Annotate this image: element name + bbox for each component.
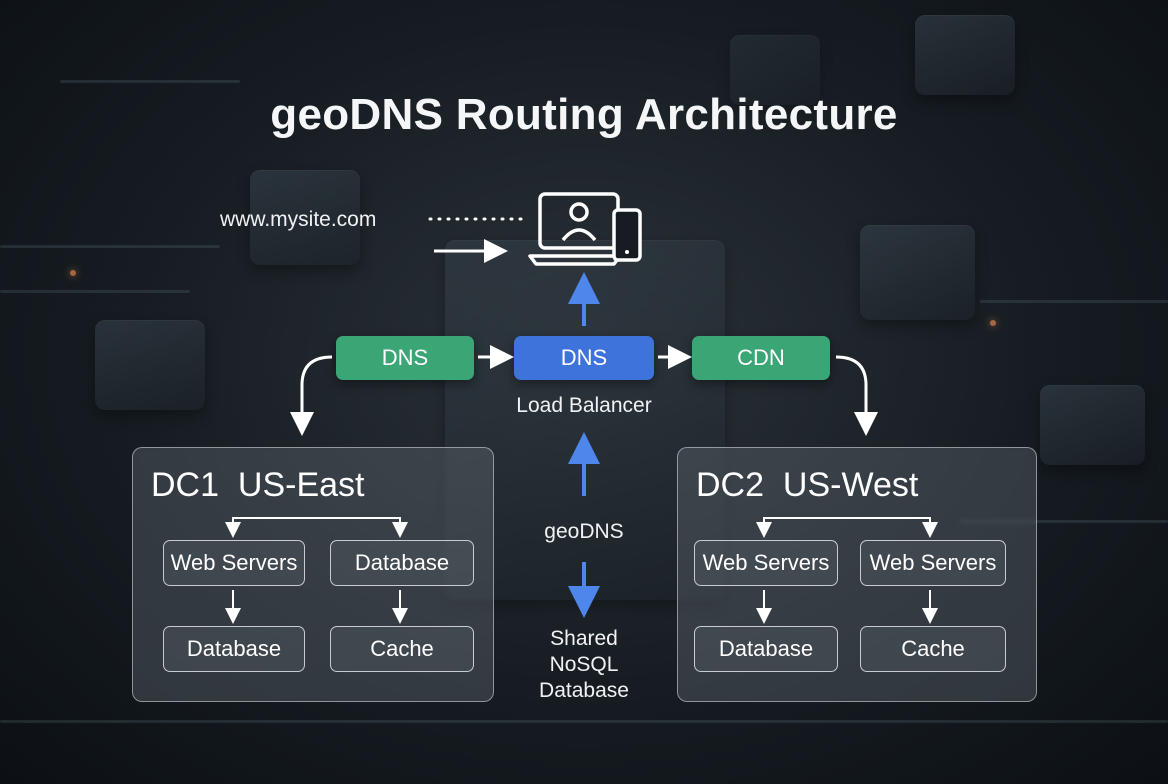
geodns-label: geoDNS xyxy=(544,520,624,543)
load-balancer-label: Load Balancer xyxy=(516,394,652,417)
arrow-cdn-to-dc2 xyxy=(835,355,878,436)
dc1-cache[interactable]: Cache xyxy=(330,626,474,672)
dns-center-node[interactable]: DNS xyxy=(514,336,654,380)
bg-trace xyxy=(980,300,1168,303)
bg-chip xyxy=(250,170,360,265)
bg-chip xyxy=(95,320,205,410)
bg-trace xyxy=(0,290,190,293)
bg-trace xyxy=(60,80,240,83)
datacenter-us-east: DC1 US-East Web Servers Database Databas… xyxy=(132,447,494,702)
cdn-node[interactable]: CDN xyxy=(692,336,830,380)
dc1-database-replica[interactable]: Database xyxy=(163,626,305,672)
dc-title: DC2 US-West xyxy=(696,466,919,504)
datacenter-us-west: DC2 US-West Web Servers Web Servers Data… xyxy=(677,447,1037,702)
domain-label: www.mysite.com xyxy=(220,208,377,231)
bg-trace xyxy=(0,245,220,248)
dc2-web-servers-secondary[interactable]: Web Servers xyxy=(860,540,1006,586)
shared-db-line: Database xyxy=(539,679,629,702)
dc1-split-arrows xyxy=(232,517,401,532)
bg-trace xyxy=(0,720,1168,723)
dc2-split-arrows xyxy=(763,517,931,532)
bg-trace xyxy=(960,520,1168,523)
shared-db-line: Shared xyxy=(550,627,618,650)
shared-db-line: NoSQL xyxy=(549,653,619,676)
bg-chip xyxy=(1040,385,1145,465)
bg-chip xyxy=(860,225,975,320)
dc1-web-servers[interactable]: Web Servers xyxy=(163,540,305,586)
arrow-dns-to-dc1 xyxy=(290,355,333,436)
dc1-database[interactable]: Database xyxy=(330,540,474,586)
dc2-cache[interactable]: Cache xyxy=(860,626,1006,672)
dc2-database[interactable]: Database xyxy=(694,626,838,672)
diagram-title: geoDNS Routing Architecture xyxy=(270,90,898,139)
shared-nosql-database-label: Shared NoSQL Database xyxy=(504,626,664,704)
bg-light xyxy=(990,320,996,326)
bg-chip xyxy=(730,35,820,105)
laptop-user-phone-icon xyxy=(528,192,642,266)
bg-chip xyxy=(915,15,1015,95)
dc2-web-servers[interactable]: Web Servers xyxy=(694,540,838,586)
dc-title: DC1 US-East xyxy=(151,466,365,504)
bg-light xyxy=(70,270,76,276)
dns-left-node[interactable]: DNS xyxy=(336,336,474,380)
